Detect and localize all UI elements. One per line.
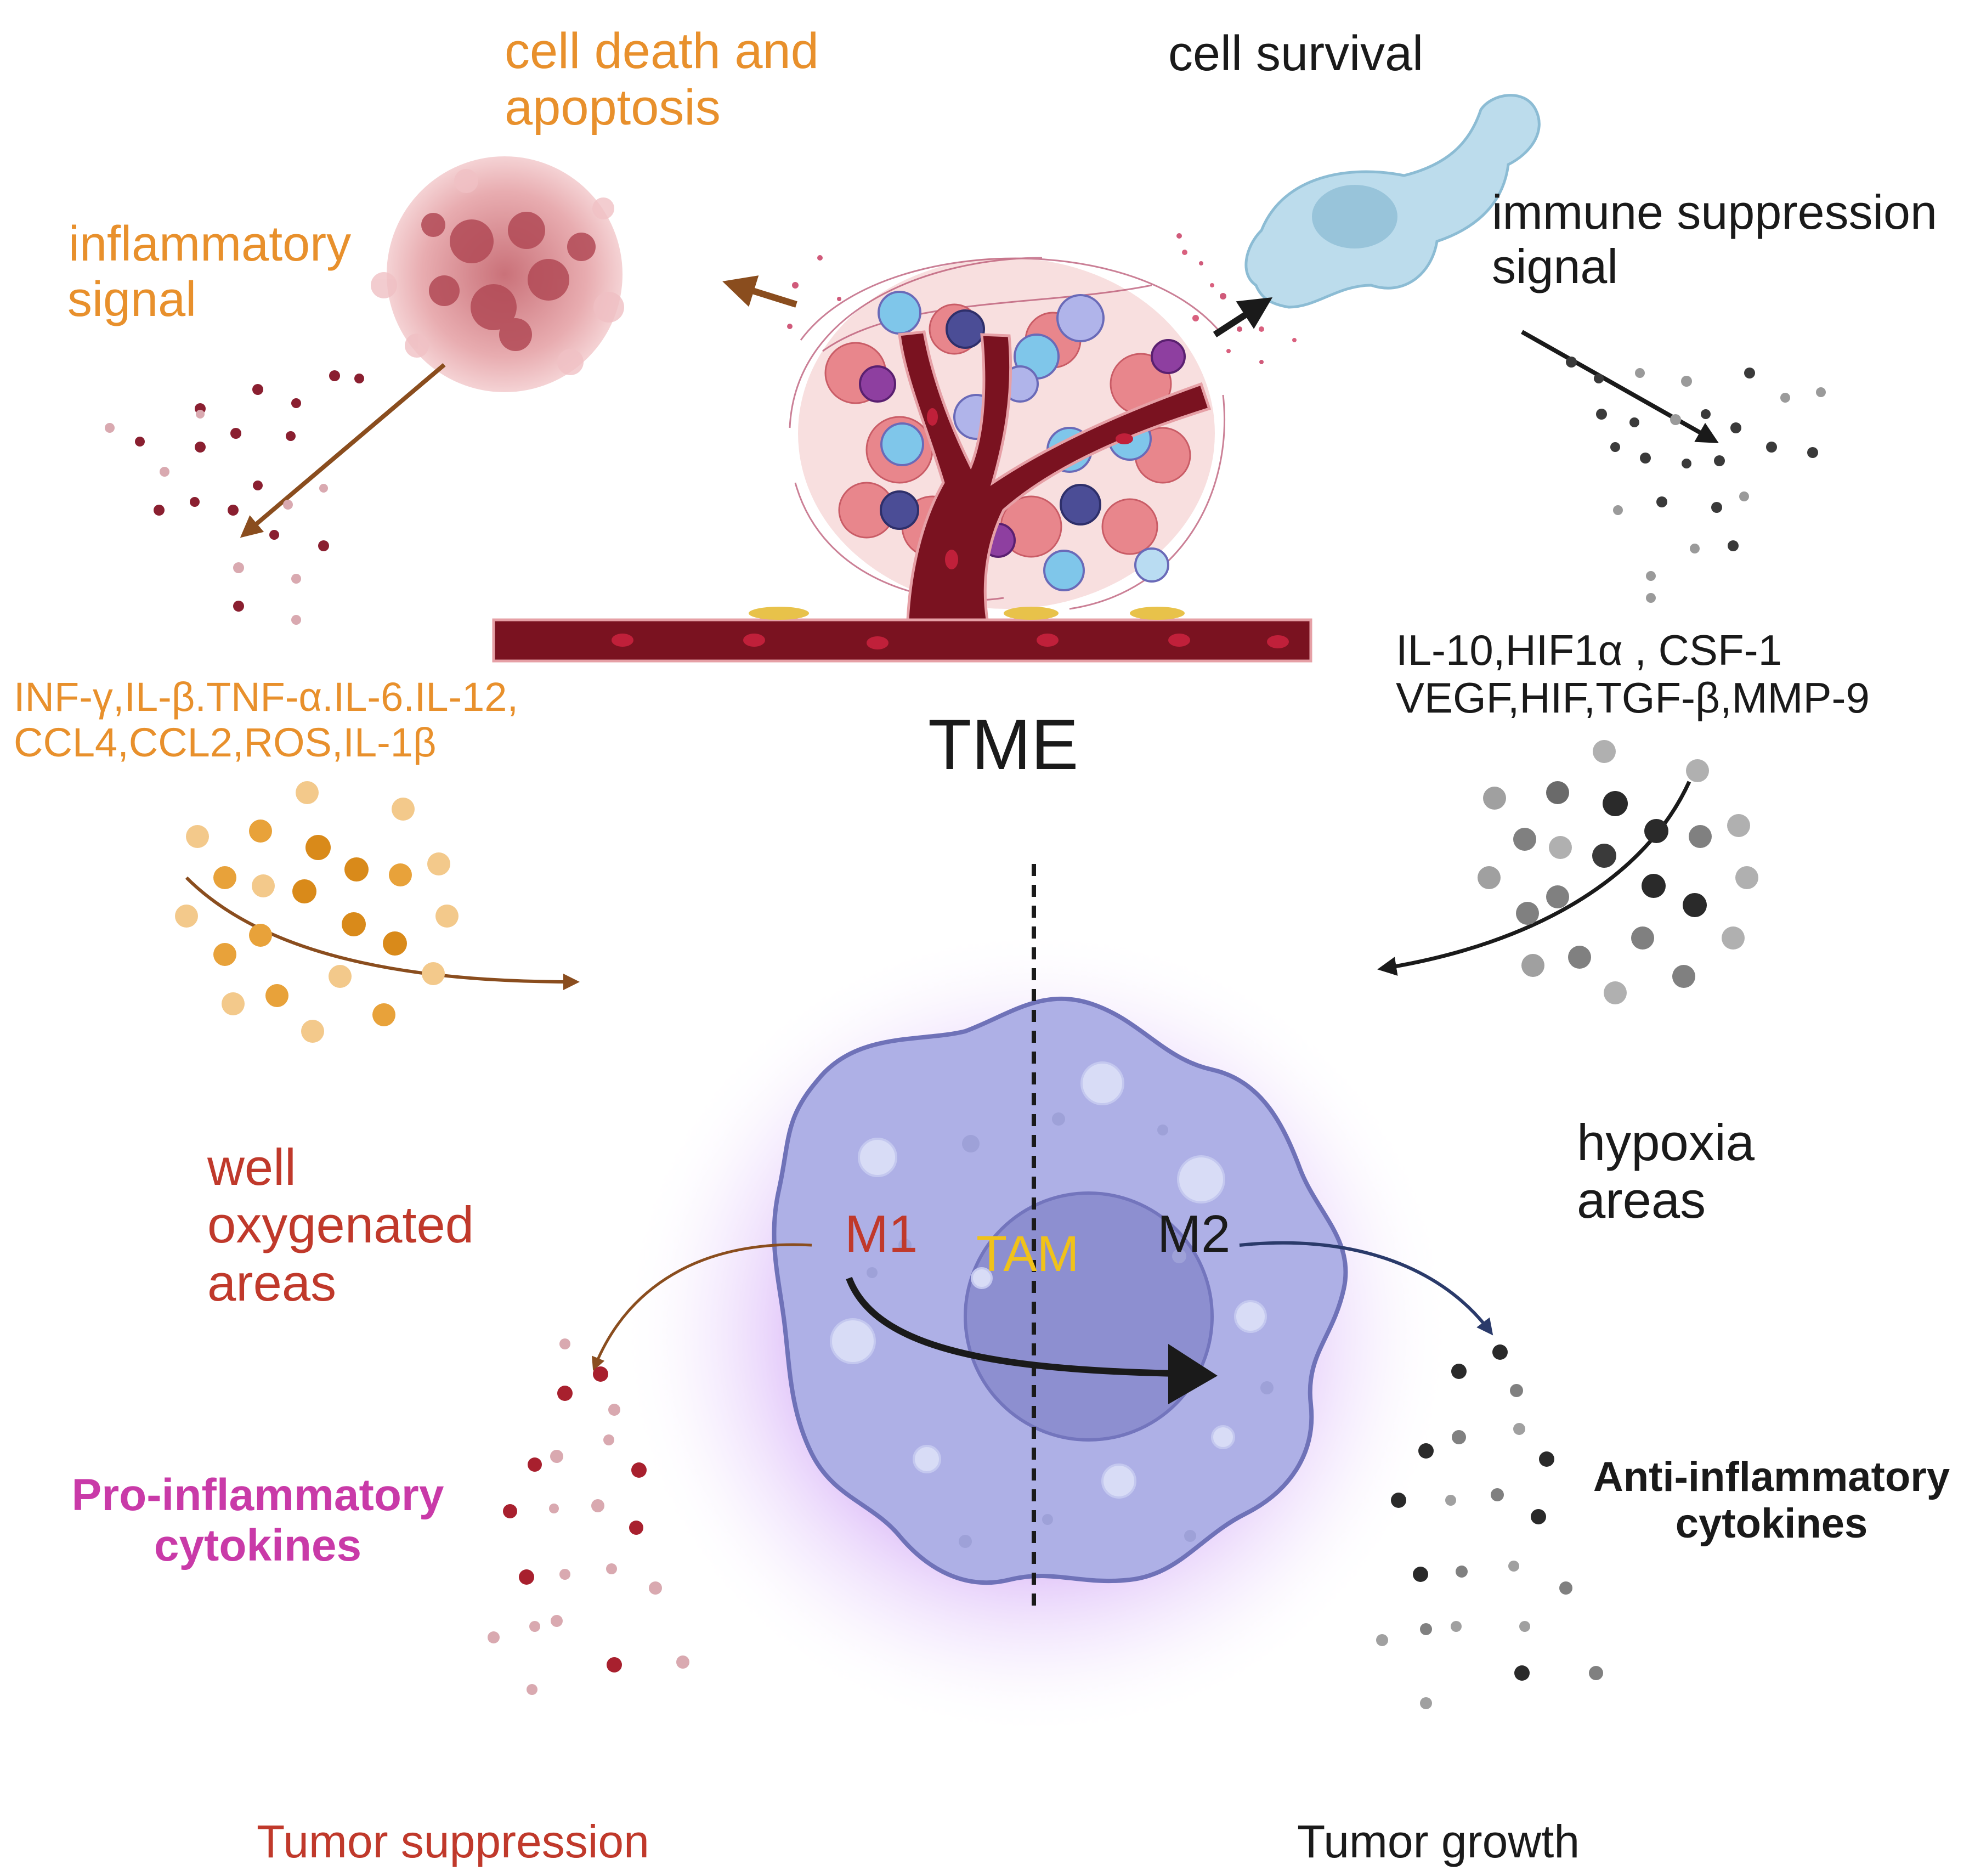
m1-cytokine-arrow[interactable] xyxy=(592,1243,812,1371)
inflammatory-signal-line-2: signal xyxy=(67,272,197,327)
m2-label: M2 xyxy=(1157,1205,1231,1263)
immune-suppression-label: immune suppression signal xyxy=(1492,185,1937,293)
m2-factors-line-1: IL-10,HIF1α , CSF-1 xyxy=(1396,626,1782,674)
immune-suppression-dots xyxy=(1566,357,1826,603)
m1-factor-dots xyxy=(175,781,459,1043)
m2-cytokine-arrow[interactable] xyxy=(1239,1241,1493,1336)
surviving-cell-nucleus xyxy=(1312,185,1397,248)
anti-inflammatory-label: Anti-inflammatory cytokines xyxy=(1569,1454,1974,1547)
apoptotic-cell-cluster xyxy=(371,156,624,392)
tme-tumor xyxy=(789,257,1226,610)
tam-granules xyxy=(867,1112,1274,1548)
tme-label: TME xyxy=(928,704,1079,784)
hypoxia-label: hypoxia areas xyxy=(1577,1114,1755,1229)
m2-factor-dots xyxy=(1478,740,1758,1004)
pro-inflammatory-line-1: Pro-inflammatory xyxy=(71,1470,444,1520)
cell-death-line-2: apoptosis xyxy=(505,80,721,136)
inflammatory-signal-label: inflammatory signal xyxy=(67,217,352,327)
cell-survival-label: cell survival xyxy=(1168,26,1424,81)
tam-nucleus xyxy=(964,1191,1214,1442)
hypoxia-line-2: areas xyxy=(1577,1171,1706,1229)
well-oxygenated-line-3: areas xyxy=(207,1253,337,1312)
pro-inflammatory-line-2: cytokines xyxy=(154,1520,362,1570)
pro-inflammatory-label: Pro-inflammatory cytokines xyxy=(58,1470,458,1571)
m2-factors-arrow[interactable] xyxy=(1377,781,1691,976)
well-oxygenated-line-2: oxygenated xyxy=(207,1196,474,1254)
m1-factors-arrow[interactable] xyxy=(185,876,580,990)
blood-vessel xyxy=(492,330,1312,663)
immune-suppression-line-1: immune suppression xyxy=(1492,185,1937,239)
inflammatory-dots xyxy=(105,370,364,625)
tumor-growth-label: Tumor growth xyxy=(1297,1816,1580,1867)
m2-factors-line-2: VEGF,HIF,TGF-β,MMP-9 xyxy=(1396,674,1870,722)
tam-label: TAM xyxy=(976,1226,1079,1282)
well-oxygenated-line-1: well xyxy=(207,1138,296,1196)
anti-inflammatory-cytokine-dots xyxy=(1376,1344,1603,1709)
tam-vesicles xyxy=(830,1061,1267,1499)
immune-suppression-signal-arrow[interactable] xyxy=(1521,330,1719,443)
surviving-cell xyxy=(1244,94,1541,309)
m1-factors-line-2: CCL4,CCL2,ROS,IL-1β xyxy=(14,719,437,765)
well-oxygenated-label: well oxygenated areas xyxy=(207,1138,474,1312)
cell-death-line-1: cell death and xyxy=(505,23,819,79)
tme-to-cell-survival-arrow[interactable] xyxy=(1213,297,1273,338)
surviving-cell-dots xyxy=(1182,250,1297,353)
tumor-suppression-label: Tumor suppression xyxy=(257,1816,649,1867)
anti-inflammatory-line-2: cytokines xyxy=(1675,1500,1868,1547)
m1-label: M1 xyxy=(845,1205,918,1263)
m2-factors-label: IL-10,HIF1α , CSF-1 VEGF,HIF,TGF-β,MMP-9 xyxy=(1396,626,1870,722)
tme-to-cell-death-arrow[interactable] xyxy=(722,275,797,308)
m1-factors-label: INF-γ,IL-β.TNF-α.IL-6.IL-12, CCL4,CCL2,R… xyxy=(14,674,519,766)
anti-inflammatory-line-1: Anti-inflammatory xyxy=(1593,1454,1950,1500)
m1-to-m2-arrow-head xyxy=(1168,1344,1218,1404)
pro-inflammatory-cytokine-dots xyxy=(488,1338,689,1695)
immune-suppression-line-2: signal xyxy=(1492,239,1618,293)
m1-factors-line-1: INF-γ,IL-β.TNF-α.IL-6.IL-12, xyxy=(14,674,519,720)
m1-to-m2-arrow-shaft xyxy=(846,1276,1204,1377)
hypoxia-line-1: hypoxia xyxy=(1577,1114,1755,1171)
inflammatory-signal-arrow[interactable] xyxy=(240,363,446,538)
cell-death-label: cell death and apoptosis xyxy=(505,23,819,136)
inflammatory-signal-line-1: inflammatory xyxy=(69,217,352,272)
